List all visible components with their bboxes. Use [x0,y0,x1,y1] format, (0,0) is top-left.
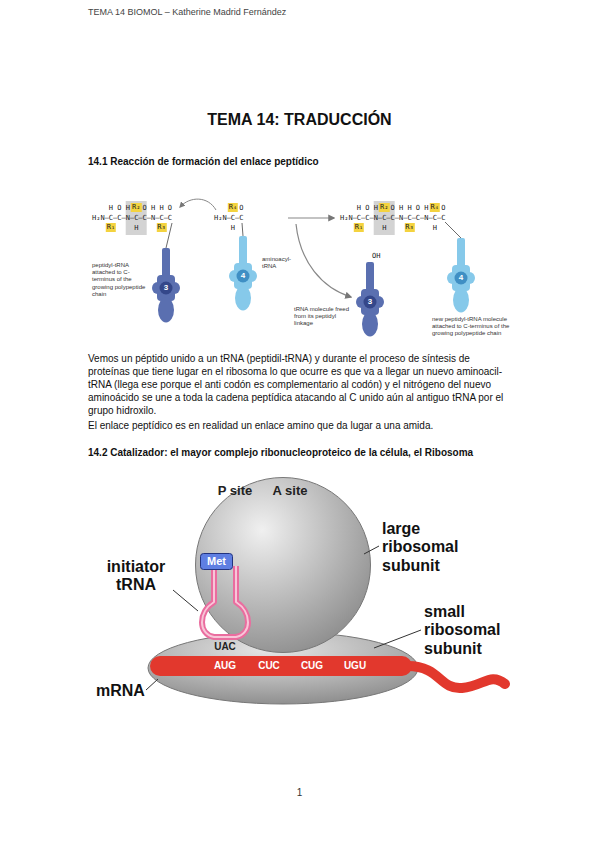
amino-acid-box: Met [200,553,233,570]
side-chain: R₁ [106,223,116,232]
mrna-tail [408,666,505,688]
body-paragraph: El enlace peptídico es en realidad un en… [88,419,514,432]
codon: CUC [258,659,280,673]
leader-line [364,546,379,554]
section-heading: 14.2 Catalizador: el mayor complejo ribo… [88,446,473,459]
trna-shape: 3 [356,262,384,337]
codon: UGU [344,659,366,673]
part-label: initiator tRNA [96,558,176,595]
large-subunit: Met P site A site [195,477,371,653]
release-arrow [296,224,351,297]
page-header: TEMA 14 BIOMOL – Katherine Madrid Fernán… [88,7,286,19]
ester-bond [166,223,172,248]
mrna-band: AUG CUC CUG UGU [150,656,412,676]
attack-arrow [180,199,216,210]
ester-bond [242,223,243,236]
figure-label: new peptidyl-tRNA molecule attached to C… [432,316,514,338]
amino-acid-label: Met [207,555,226,568]
trna-loop-highlight [202,566,248,637]
side-chain: R₂ [131,203,141,212]
side-chain: R₃ [404,223,414,232]
trna-shape: 4 [229,236,257,311]
page-number: 1 [297,786,303,799]
site-label: A site [272,484,308,498]
side-chain: R₄ [228,203,238,212]
side-chain: R₃ [156,223,166,232]
codon: CUG [301,659,323,673]
atom: OH [372,251,380,261]
section-heading: 14.1 Reacción de formación del enlace pe… [88,155,319,168]
leader-line [146,679,158,690]
site-label: P site [217,484,253,498]
side-chain: R₄ [430,203,440,212]
chain-backbone: H₂N–C–C–N–C–C–N–C–C–N–C–C [340,213,445,223]
atom: H [134,223,138,233]
reaction-arrow [288,217,334,218]
callout-number: 4 [229,270,257,282]
body-paragraph: Vemos un péptido unido a un tRNA (peptid… [88,352,514,417]
trna-loop [202,566,248,637]
side-chain: R₁ [354,223,364,232]
part-label: mRNA [96,682,145,700]
page-title: TEMA 14: TRADUCCIÓN [0,110,599,131]
anticodon: UAC [214,641,236,653]
callout-number: 4 [447,272,475,284]
mrna-band-outline [150,656,412,676]
atom: H [433,223,437,233]
chain-backbone: H₂N–C–C–N–C–C–N–C–C [92,213,172,223]
atom: H [231,223,235,233]
figure-label: peptidyl-tRNA attached to C-terminus of … [92,262,148,298]
side-chain: R₂ [379,203,389,212]
figure-label: tRNA molecule freed from its peptidyl li… [294,306,352,328]
trna-shape: 4 [447,238,475,313]
callout-number: 3 [152,282,180,294]
part-label: small ribosomal subunit [424,603,528,658]
figure-label: aminoacyl-tRNA [262,256,296,270]
ester-bond [445,222,461,238]
trna-shape: 3 [152,248,180,323]
leader-line [173,590,198,611]
leader-line [374,630,421,648]
chain-backbone: H₂N–C–C [214,213,244,223]
part-label: large ribosomal subunit [382,520,486,575]
callout-number: 3 [356,296,384,308]
codon: AUG [214,659,236,673]
atom: O [239,203,243,213]
atom: H [382,223,386,233]
